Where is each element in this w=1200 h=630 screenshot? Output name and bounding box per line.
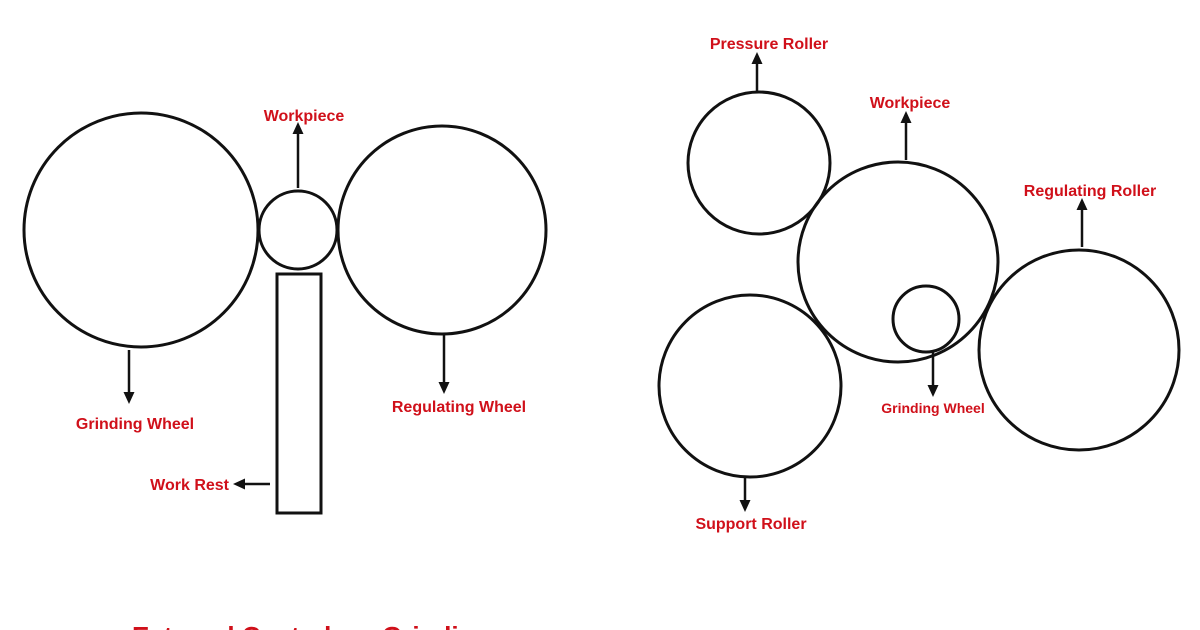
pressure-roller-label: Pressure Roller [710, 36, 828, 53]
pressure-roller-circle [686, 90, 832, 236]
regulating-roller-circle [977, 248, 1181, 452]
regulating-wheel-circle [336, 124, 548, 336]
pressure-roller-arrow [751, 52, 763, 92]
diagram-caption: External Centerless Grinding [132, 621, 490, 630]
regulating-wheel-arrow [438, 335, 450, 394]
work-rest-label: Work Rest [150, 477, 230, 494]
grinding-wheel-label: Grinding Wheel [76, 416, 194, 433]
regulating-roller-label: Regulating Roller [1024, 183, 1156, 200]
grinding-wheel-circle [22, 111, 260, 349]
regulating-wheel-label: Regulating Wheel [392, 399, 526, 416]
internal-grinding-setup: Pressure Roller Workpiece Regulating Rol… [657, 36, 1181, 533]
work-rest-arrow [233, 478, 270, 490]
regulating-roller-arrow [1076, 198, 1088, 247]
grinding-wheel-arrow [123, 350, 135, 404]
grinding-wheel-arrow-right [927, 352, 939, 397]
support-roller-label: Support Roller [695, 516, 806, 533]
grinding-wheel-label-right: Grinding Wheel [881, 400, 984, 416]
support-roller-arrow [739, 477, 751, 512]
workpiece-arrow-right [900, 111, 912, 160]
workpiece-label: Workpiece [264, 108, 345, 125]
work-rest-blade [275, 272, 323, 515]
workpiece-circle [257, 189, 339, 271]
workpiece-label-right: Workpiece [870, 95, 951, 112]
external-grinding-setup: Workpiece Grinding Wheel Regulating Whee… [22, 108, 548, 515]
support-roller-circle [657, 293, 843, 479]
workpiece-circle-right [796, 160, 1000, 364]
workpiece-arrow [292, 122, 304, 188]
grinding-wheel-circle-right [891, 284, 961, 354]
